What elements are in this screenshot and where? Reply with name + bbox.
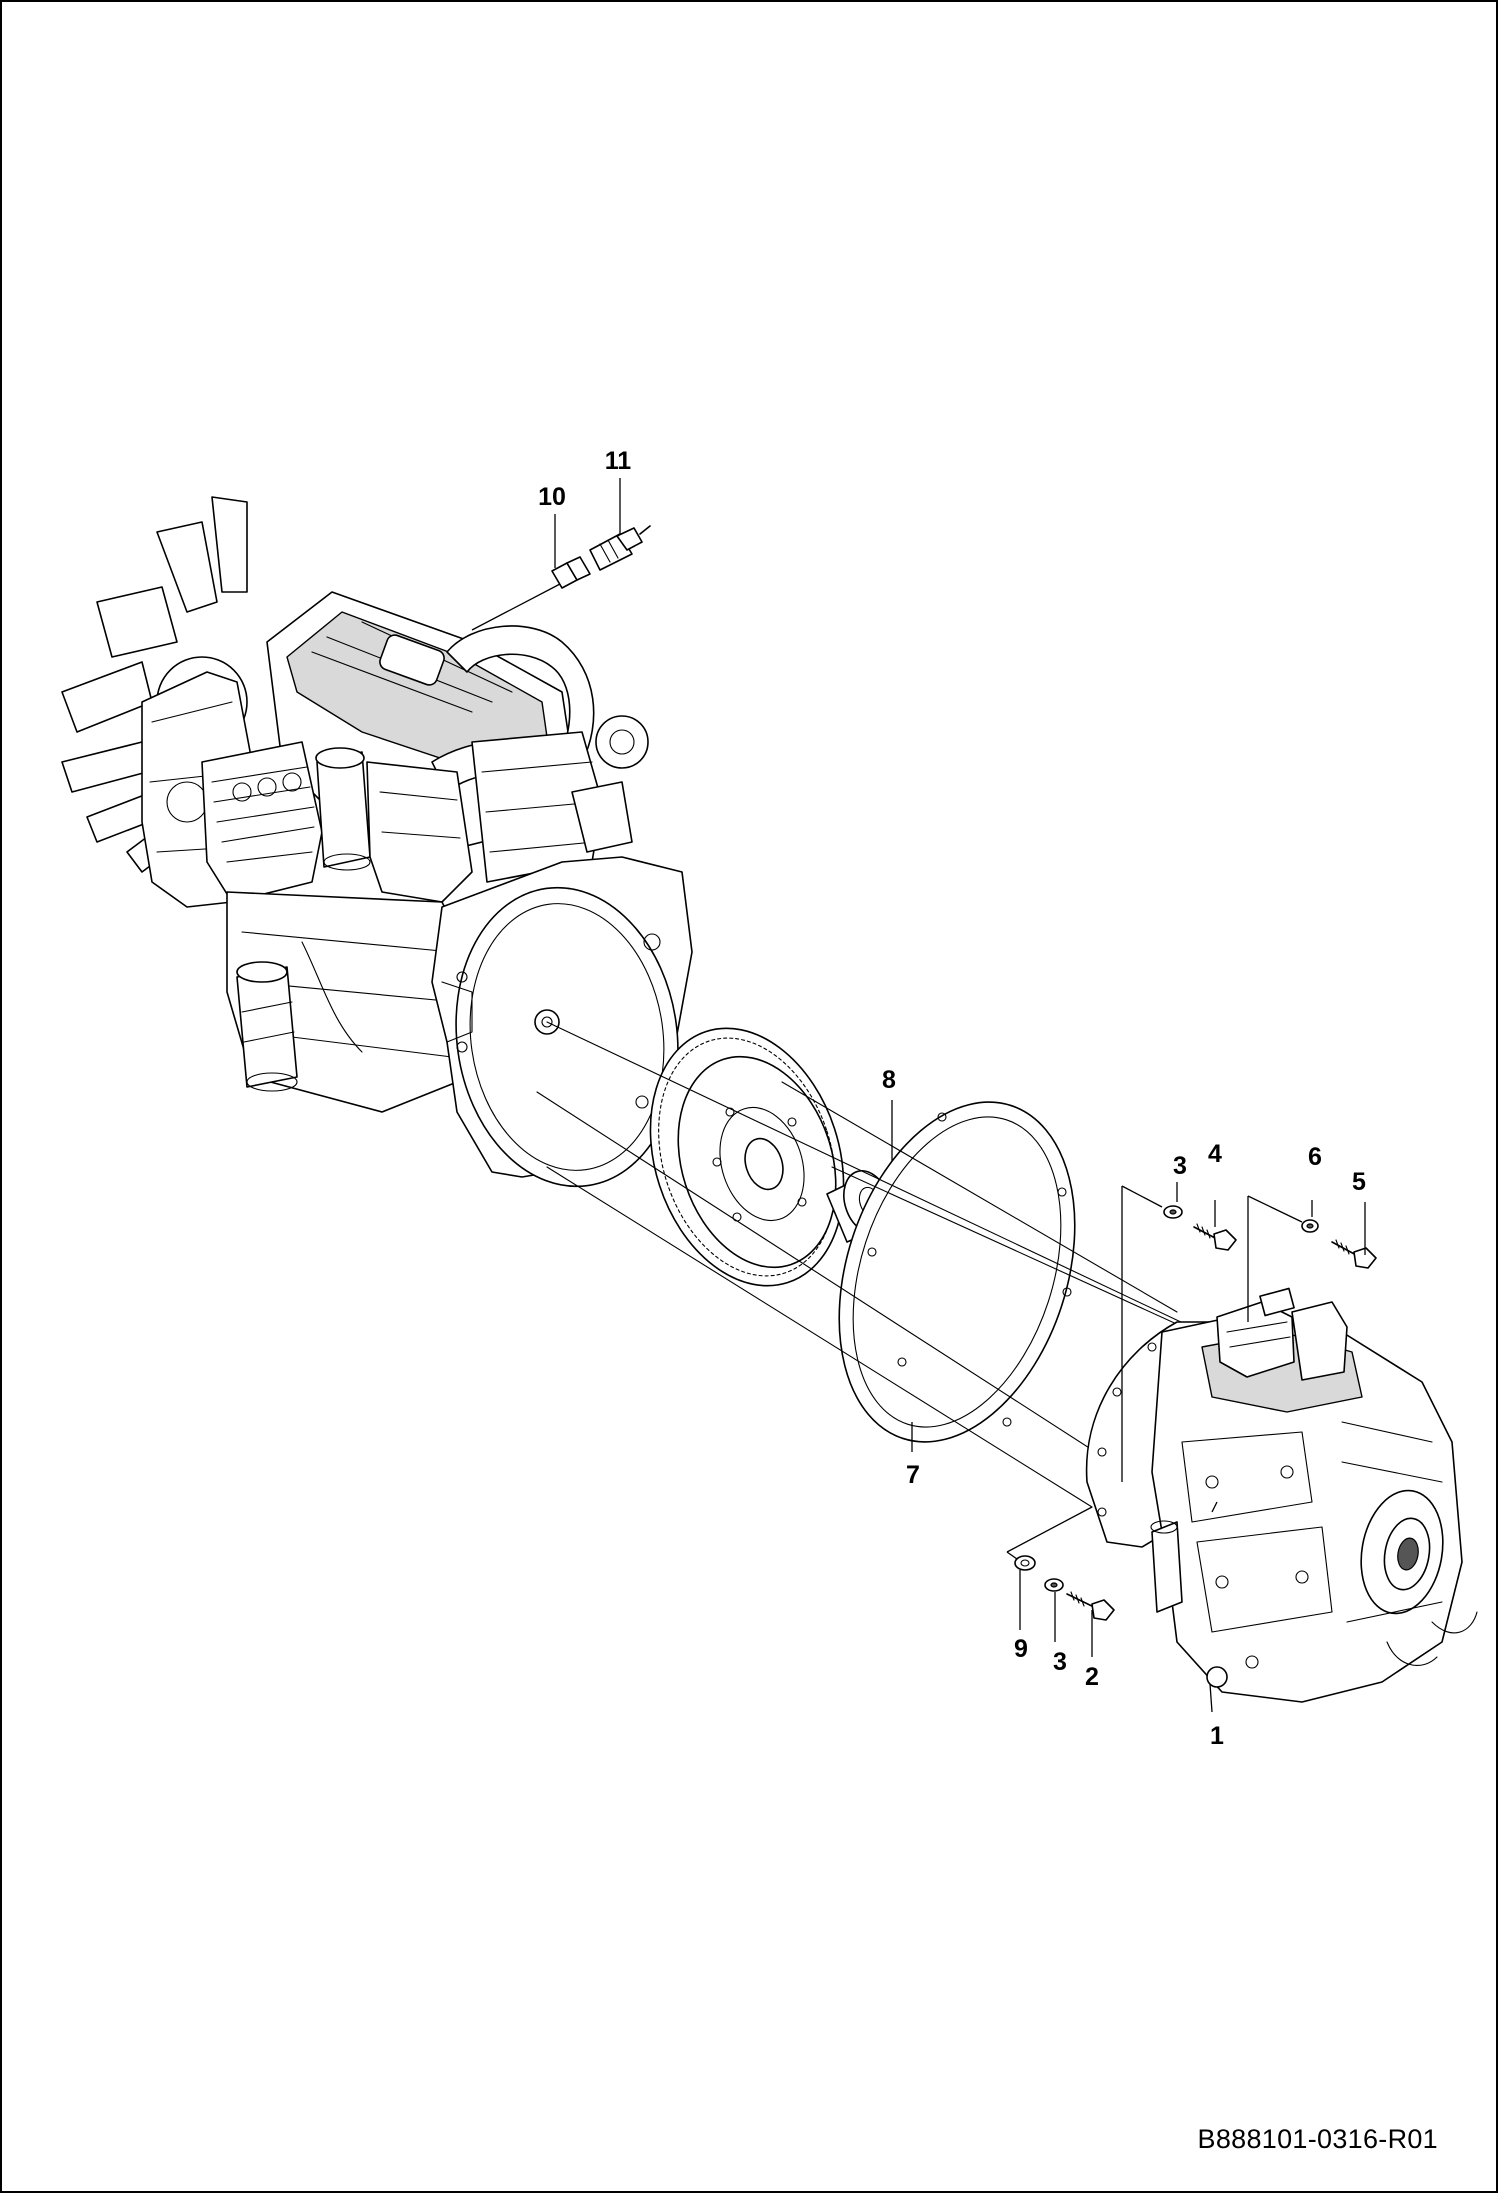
part-2-bolt bbox=[1066, 1591, 1115, 1621]
part-11-sender bbox=[589, 525, 651, 571]
part-4-bolt bbox=[1193, 1223, 1237, 1251]
flywheel-housing bbox=[431, 856, 693, 1188]
callout-8: 8 bbox=[882, 1066, 896, 1094]
part-3-lock-washer-lower bbox=[1044, 1578, 1064, 1592]
part-6-washer bbox=[1301, 1219, 1319, 1233]
callout-10: 10 bbox=[538, 483, 566, 511]
flywheel bbox=[649, 1027, 845, 1287]
callout-6: 6 bbox=[1308, 1143, 1322, 1171]
part-3-lock-washer-upper bbox=[1163, 1205, 1183, 1219]
callout-5: 5 bbox=[1352, 1168, 1366, 1196]
engine-assembly bbox=[61, 496, 693, 1188]
oil-filter bbox=[236, 961, 298, 1092]
callout-11: 11 bbox=[605, 447, 632, 475]
drawing-code-label: B888101-0316-R01 bbox=[1197, 2124, 1438, 2154]
part-1-transmission bbox=[1085, 1287, 1478, 1703]
callout-3-lower: 3 bbox=[1053, 1648, 1067, 1676]
callout-9: 9 bbox=[1014, 1635, 1028, 1663]
part-9-washer bbox=[1014, 1555, 1036, 1571]
fuel-pump bbox=[201, 741, 323, 903]
callout-3-upper: 3 bbox=[1173, 1152, 1187, 1180]
part-7-gasket-ring bbox=[838, 1101, 1076, 1443]
callout-2: 2 bbox=[1085, 1663, 1099, 1691]
part-5-bolt bbox=[1331, 1239, 1377, 1269]
part-10-adapter-fitting bbox=[551, 556, 591, 589]
callout-1: 1 bbox=[1210, 1722, 1224, 1750]
callout-7: 7 bbox=[906, 1461, 920, 1489]
callout-4: 4 bbox=[1208, 1140, 1222, 1168]
fuel-filter bbox=[315, 747, 371, 871]
alignment-lines bbox=[536, 1021, 1283, 1508]
leader-lines bbox=[1006, 1182, 1366, 1657]
